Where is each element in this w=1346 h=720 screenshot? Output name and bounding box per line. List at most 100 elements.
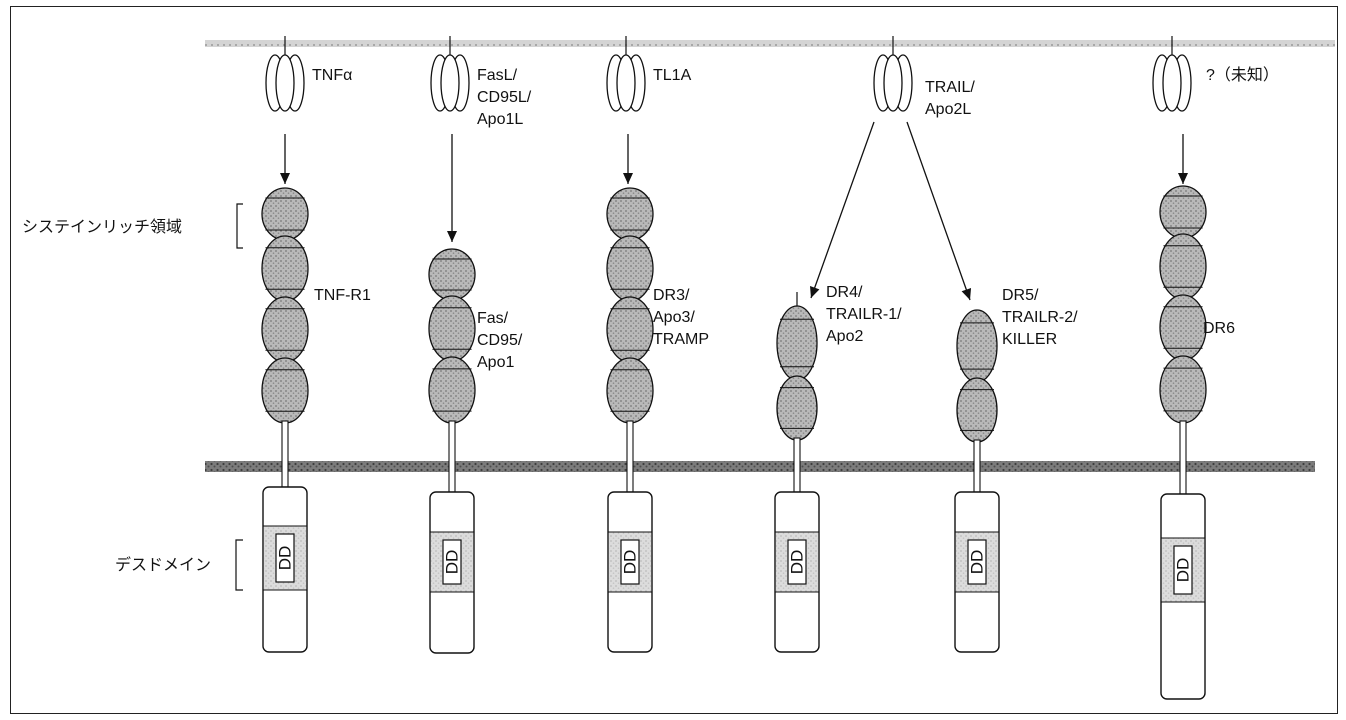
receptor-label-line: DR6 <box>1203 320 1235 337</box>
receptor-label-line: TRAILR-2/ <box>1002 309 1078 326</box>
cysteine-rich-domain <box>607 358 653 423</box>
arrows <box>280 122 1188 300</box>
binding-arrow <box>280 134 290 184</box>
ligand-label: TNFα <box>312 67 352 84</box>
intracellular-domain: DD <box>430 492 474 653</box>
intracellular-domain: DD <box>1161 494 1205 699</box>
binding-arrow <box>447 134 457 242</box>
receptor-label: DR4/TRAILR-1/Apo2 <box>826 284 902 345</box>
cysteine-rich-domain <box>429 357 475 423</box>
ligand-label-line: ?（未知） <box>1206 66 1279 84</box>
cysteine-rich-domain <box>1160 295 1206 360</box>
ligand-label: TL1A <box>653 67 692 84</box>
binding-arrow <box>810 122 874 298</box>
receptor: DD <box>262 188 308 652</box>
ligand-subunit <box>1163 55 1181 111</box>
receptor: DD <box>955 310 999 652</box>
receptor: DD <box>1160 186 1206 699</box>
intracellular-domain: DD <box>263 487 307 652</box>
receptor: DD <box>429 249 475 653</box>
transmembrane-stalk <box>627 421 633 492</box>
binding-arrow <box>623 134 633 184</box>
ligand-label-line: TRAIL/ <box>925 79 975 96</box>
death-domain-text: DD <box>788 550 807 575</box>
ligand-trimer <box>266 36 304 111</box>
binding-arrow <box>1178 134 1188 184</box>
receptor: DD <box>607 188 653 652</box>
transmembrane-stalk <box>449 421 455 492</box>
receptor-label-line: Fas/ <box>477 310 509 327</box>
death-domain-label: デスドメイン <box>115 555 211 574</box>
ligand-label-line: Apo1L <box>477 111 523 128</box>
cysteine-rich-domain <box>429 249 475 300</box>
cysteine-rich-domain <box>607 188 653 240</box>
cysteine-rich-domain <box>957 378 997 442</box>
ligand-subunit <box>884 55 902 111</box>
intracellular-domain: DD <box>608 492 652 652</box>
receptor-label-line: DR4/ <box>826 284 863 301</box>
ligands: TNFα FasL/CD95L/Apo1L TL1A TRAIL/Apo2L ?（未知） <box>266 36 1279 128</box>
death-domain-text: DD <box>621 550 640 575</box>
ligand-trimer <box>1153 36 1191 111</box>
death-domain-text: DD <box>276 546 295 571</box>
receptor-label-line: TRAILR-1/ <box>826 306 902 323</box>
cysteine-rich-domain <box>1160 186 1206 238</box>
receptor-label-line: CD95/ <box>477 332 523 349</box>
plasma-membrane <box>205 461 1315 472</box>
ligand-trimer <box>874 36 912 111</box>
ligand-label: ?（未知） <box>1206 66 1279 84</box>
death-domain-text: DD <box>968 550 987 575</box>
receptor-label: Fas/CD95/Apo1 <box>477 310 523 371</box>
intracellular-domain: DD <box>955 492 999 652</box>
ligand-label-line: TL1A <box>653 67 692 84</box>
cysteine-rich-domain <box>777 306 817 380</box>
upper-membrane-band <box>205 40 1335 47</box>
cysteine-rich-region-bracket: システインリッチ領域 <box>22 204 243 248</box>
receptor-label: DR3/Apo3/TRAMP <box>653 287 709 348</box>
ligand-trimer <box>607 36 645 111</box>
receptor-label: TNF-R1 <box>314 287 371 304</box>
transmembrane-stalk <box>974 440 980 492</box>
death-domain-bracket: デスドメイン <box>115 540 243 590</box>
cysteine-rich-domain <box>1160 356 1206 423</box>
death-domain-text: DD <box>1174 558 1193 583</box>
receptor-label: DR6 <box>1203 320 1235 337</box>
cysteine-rich-domain <box>262 236 308 301</box>
death-domain-text: DD <box>443 550 462 575</box>
transmembrane-stalk <box>282 421 288 487</box>
ligand-label-line: FasL/ <box>477 67 518 84</box>
ligand-label-line: CD95L/ <box>477 89 532 106</box>
cysteine-rich-domain <box>957 310 997 382</box>
ligand-subunit <box>276 55 294 111</box>
receptor-label-line: TRAMP <box>653 331 709 348</box>
cysteine-rich-domain <box>607 236 653 301</box>
receptor-label-line: Apo2 <box>826 328 863 345</box>
cysteine-rich-domain <box>262 297 308 362</box>
receptor-label-line: DR3/ <box>653 287 690 304</box>
receptor-label-line: Apo3/ <box>653 309 695 326</box>
cysteine-rich-domain <box>1160 234 1206 299</box>
ligand-label-line: Apo2L <box>925 101 971 118</box>
ligand-label: FasL/CD95L/Apo1L <box>477 67 532 128</box>
receptor-label-line: KILLER <box>1002 331 1057 348</box>
receptor-label-line: DR5/ <box>1002 287 1039 304</box>
ligand-subunit <box>441 55 459 111</box>
intracellular-domain: DD <box>775 492 819 652</box>
binding-arrow <box>907 122 971 300</box>
cysteine-rich-domain <box>607 297 653 362</box>
transmembrane-stalk <box>794 438 800 492</box>
cysteine-rich-domain <box>777 376 817 440</box>
cysteine-rich-domain <box>262 358 308 423</box>
cysteine-rich-domain <box>429 296 475 361</box>
receptor-label-line: Apo1 <box>477 354 514 371</box>
transmembrane-stalk <box>1180 421 1186 494</box>
cysteine-rich-region-label: システインリッチ領域 <box>22 218 182 236</box>
ligand-subunit <box>617 55 635 111</box>
ligand-label-line: TNFα <box>312 67 352 84</box>
ligand-label: TRAIL/Apo2L <box>925 79 975 118</box>
cysteine-rich-domain <box>262 188 308 240</box>
receptor-label-line: TNF-R1 <box>314 287 371 304</box>
receptor-label: DR5/TRAILR-2/KILLER <box>1002 287 1078 348</box>
ligand-trimer <box>431 36 469 111</box>
